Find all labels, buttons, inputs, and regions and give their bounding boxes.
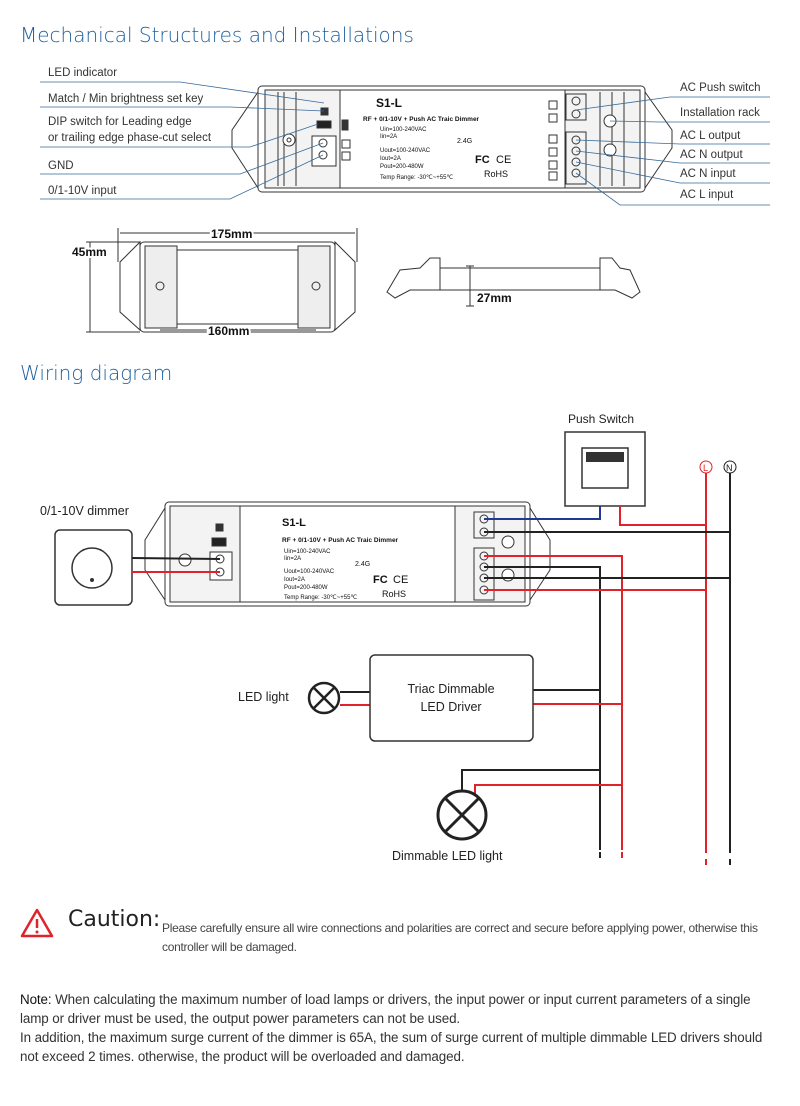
dim-height: 27mm xyxy=(477,291,512,305)
fc-logo-2: FC xyxy=(373,574,388,586)
label-ac-l-input: AC L input xyxy=(680,189,734,201)
label-0-10v-input: 0/1-10V input xyxy=(48,185,117,197)
label-led-indicator: LED indicator xyxy=(48,67,117,79)
device-uout: Uout=100-240VAC xyxy=(380,148,431,154)
ce-logo: CE xyxy=(496,154,511,166)
device-top-view xyxy=(231,85,673,193)
device-model: S1-L xyxy=(376,96,402,110)
wires xyxy=(131,506,730,860)
warning-triangle-icon xyxy=(20,908,54,938)
device-rf-2: 2.4G xyxy=(355,561,370,568)
rohs-logo-2: RoHS xyxy=(382,589,406,599)
label-ac-l-output: AC L output xyxy=(680,130,741,142)
left-callout-lines xyxy=(40,81,325,200)
led-light: LED light xyxy=(238,681,341,715)
right-callouts: AC Push switch Installation rack AC L ou… xyxy=(680,82,761,201)
triac-driver: Triac Dimmable LED Driver xyxy=(369,654,534,742)
device-temp: Temp Range: -30℃~+55℃ xyxy=(380,175,453,181)
device-wiring-view xyxy=(144,501,551,607)
note-line-2: In addition, the maximum surge current o… xyxy=(20,1030,763,1064)
dim-hole-spacing: 160mm xyxy=(208,324,249,338)
device-iout: Iout=2A xyxy=(380,156,401,162)
dimension-drawing-side xyxy=(386,257,641,307)
dimmable-led-label: Dimmable LED light xyxy=(392,849,503,863)
dimmer-label: 0/1-10V dimmer xyxy=(40,504,129,518)
device-uout-2: Uout=100-240VAC xyxy=(284,569,335,575)
label-dip-switch-1: DIP switch for Leading edge xyxy=(48,116,192,128)
driver-label-1: Triac Dimmable xyxy=(407,682,494,696)
device-subtitle-2: RF + 0/1-10V + Push AC Traic Dimmer xyxy=(282,537,399,544)
device-pout: Pout=200-480W xyxy=(380,164,424,170)
wiring-title: Wiring diagram xyxy=(20,361,173,385)
note-line-1: When calculating the maximum number of l… xyxy=(20,992,751,1026)
push-switch-label: Push Switch xyxy=(568,412,634,426)
label-dip-switch-2: or trailing edge phase-cut select xyxy=(48,132,212,144)
left-callouts: LED indicator Match / Min brightness set… xyxy=(48,67,212,197)
note-block: Note: When calculating the maximum numbe… xyxy=(20,990,780,1066)
label-ac-push: AC Push switch xyxy=(680,82,761,94)
label-ac-n-input: AC N input xyxy=(680,168,736,180)
label-ac-n-output: AC N output xyxy=(680,149,743,161)
led-light-label: LED light xyxy=(238,690,289,704)
dim-width: 45mm xyxy=(72,245,107,259)
device-top-labels: S1-L RF + 0/1-10V + Push AC Traic Dimmer… xyxy=(363,96,511,181)
dimension-drawing-top xyxy=(86,228,358,333)
caution-text: Please carefully ensure all wire connect… xyxy=(162,921,758,954)
live-marker: L xyxy=(703,463,708,473)
driver-label-2: LED Driver xyxy=(420,700,481,714)
dimmer: 0/1-10V dimmer xyxy=(40,504,133,606)
device-pout-2: Pout=200-480W xyxy=(284,585,328,591)
rohs-logo: RoHS xyxy=(484,169,508,179)
dimmable-led-light: Dimmable LED light xyxy=(392,789,503,863)
device-uin: Uin=100-240VAC xyxy=(380,127,427,133)
device-wiring-labels: S1-L RF + 0/1-10V + Push AC Traic Dimmer… xyxy=(282,517,408,601)
device-iout-2: Iout=2A xyxy=(284,577,305,583)
fc-logo: FC xyxy=(475,154,490,166)
device-model-2: S1-L xyxy=(282,517,306,529)
right-callout-lines xyxy=(575,96,770,206)
label-match-key: Match / Min brightness set key xyxy=(48,93,204,105)
device-temp-2: Temp Range: -30℃~+55℃ xyxy=(284,595,357,601)
device-iin: Iin=2A xyxy=(380,134,397,140)
mechanical-title: Mechanical Structures and Installations xyxy=(20,23,414,47)
neutral-marker: N xyxy=(726,463,733,473)
label-gnd: GND xyxy=(48,160,74,172)
device-uin-2: Uin=100-240VAC xyxy=(284,549,331,555)
device-rf: 2.4G xyxy=(457,138,472,145)
dim-length: 175mm xyxy=(211,227,252,241)
diagrams: S1-L RF + 0/1-10V + Push AC Traic Dimmer… xyxy=(40,67,770,870)
device-iin-2: Iin=2A xyxy=(284,556,301,562)
mains-lines: L N xyxy=(699,460,737,870)
dimension-labels: 175mm 45mm 160mm 27mm xyxy=(70,225,514,340)
note-label: Note: xyxy=(20,992,52,1007)
ce-logo-2: CE xyxy=(393,574,408,586)
label-installation-rack: Installation rack xyxy=(680,107,760,119)
push-switch: Push Switch xyxy=(564,412,646,507)
caution-title: Caution: xyxy=(68,907,161,932)
device-subtitle: RF + 0/1-10V + Push AC Traic Dimmer xyxy=(363,116,480,123)
